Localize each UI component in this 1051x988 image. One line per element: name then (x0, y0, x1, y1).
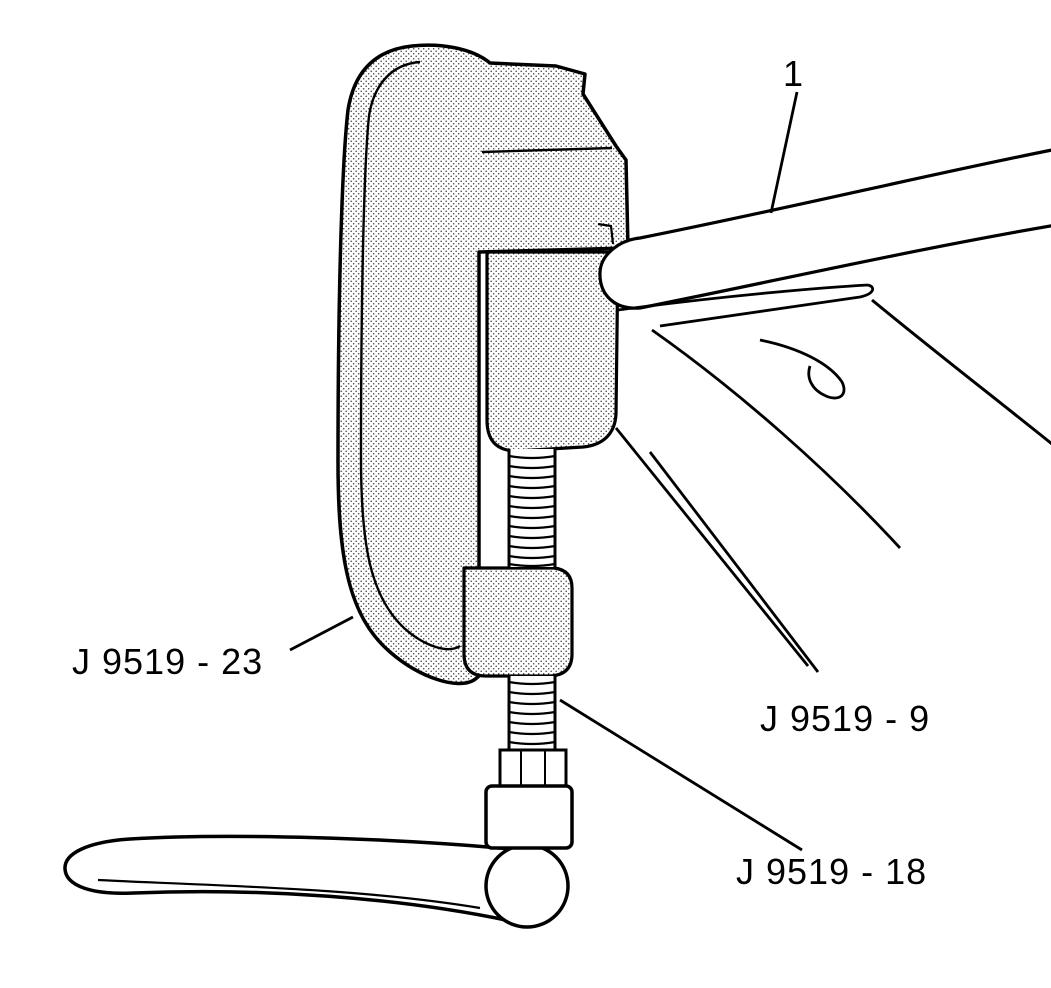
forcing-screw-lower-section (507, 676, 557, 754)
screw-lower-side-lines (507, 676, 557, 752)
forcing-screw (498, 449, 568, 790)
callout-label-j9519-18: J 9519 - 18 (736, 851, 927, 892)
c-clamp-frame-body (336, 43, 630, 686)
ratchet-handle (63, 834, 522, 924)
callout-label-j9519-23: J 9519 - 23 (72, 641, 263, 682)
suspension-arm (598, 148, 1051, 310)
knuckle-detail-lines (617, 283, 1051, 549)
ratchet-head (484, 843, 570, 929)
c-clamp-frame (336, 43, 630, 686)
hex-nut-body (498, 748, 568, 790)
receiver-adapter (485, 250, 620, 453)
knuckle-lip-upper-line (617, 283, 869, 312)
leader-line-j9519-9-b (648, 451, 820, 673)
leader-line-j9519-18 (559, 698, 803, 852)
screw-upper-threads (508, 454, 556, 568)
ball-stud-curl-line (759, 338, 846, 400)
c-clamp-lower-jaw (462, 566, 574, 678)
c-clamp-jaw-step-line (481, 146, 613, 154)
leader-line-callout-1 (769, 91, 799, 214)
drive-socket (484, 784, 574, 850)
c-clamp-jaw-notch-line (597, 222, 615, 245)
leader-lines (289, 91, 820, 852)
receiver-adapter-body (485, 250, 620, 453)
screw-lower-threads (508, 680, 556, 754)
callout-label-1: 1 (783, 53, 804, 94)
callout-label-j9519-9: J 9519 - 9 (760, 698, 930, 739)
hex-nut-facet-lines (520, 750, 546, 788)
leader-line-j9519-9-a (614, 427, 810, 667)
forcing-screw-upper-section (507, 449, 557, 568)
knuckle-diagonal-lower-line (651, 328, 902, 549)
ratchet-handle-inner-line (97, 878, 481, 910)
c-clamp-frame-inner-contour (359, 60, 461, 651)
hex-nut (498, 748, 568, 790)
c-clamp-lower-jaw-body (462, 566, 574, 678)
screw-upper-side-lines (507, 449, 557, 567)
callout-labels: 1 J 9519 - 23 J 9519 - 9 J 9519 - 18 (72, 53, 930, 892)
leader-line-j9519-23 (289, 615, 354, 652)
knuckle-diagonal-right-line (871, 298, 1051, 446)
knuckle-lip-lower-line (659, 283, 875, 328)
suspension-arm-outline (598, 148, 1051, 310)
ratchet-wrench (63, 784, 574, 929)
